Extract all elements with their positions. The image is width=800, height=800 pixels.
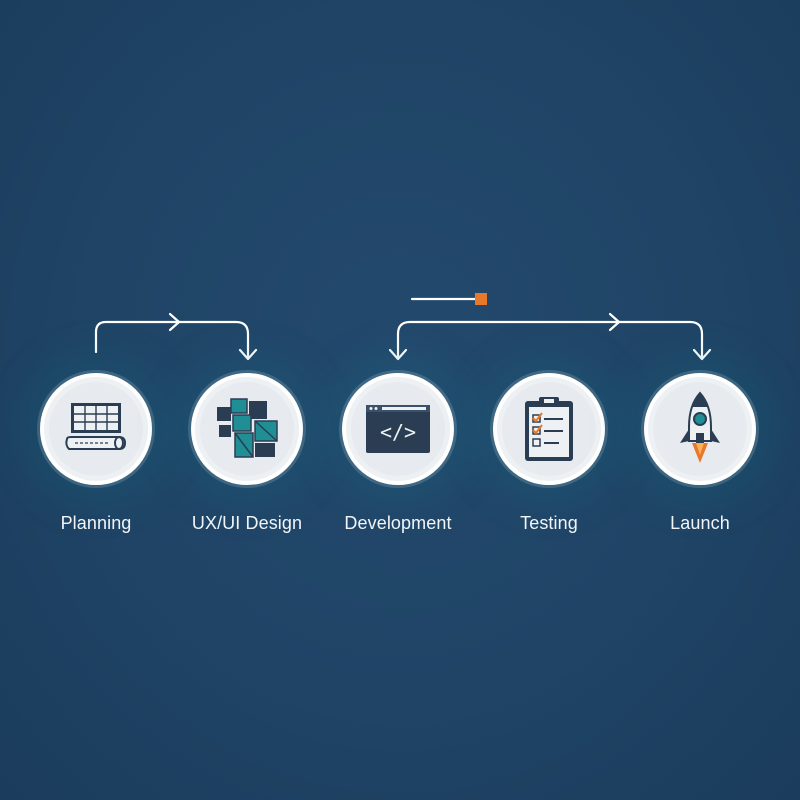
step-circle: </> bbox=[342, 373, 454, 485]
arrowhead-down-2 bbox=[388, 348, 408, 361]
flow-arrow-planning-to-design bbox=[94, 320, 250, 358]
step-launch: Launch bbox=[625, 373, 775, 534]
arrowhead-down-3 bbox=[692, 348, 712, 361]
step-label: Planning bbox=[60, 513, 132, 533]
flow-arrow-development-to-launch bbox=[396, 320, 704, 358]
step-label: Testing bbox=[520, 513, 578, 533]
step-circle bbox=[191, 373, 303, 485]
svg-text:</>: </> bbox=[380, 420, 416, 444]
orange-marker bbox=[475, 293, 487, 305]
arrowhead-mid-2 bbox=[608, 312, 621, 332]
step-label: Development bbox=[344, 513, 452, 533]
arrowhead-mid-1 bbox=[168, 312, 181, 332]
checklist-clipboard-icon bbox=[525, 397, 573, 461]
step-development: </> Development bbox=[323, 373, 473, 534]
step-circle bbox=[40, 373, 152, 485]
layout-blocks-icon bbox=[217, 398, 278, 458]
step-label: Launch bbox=[670, 513, 730, 533]
blueprint-icon bbox=[65, 403, 127, 450]
rocket-icon bbox=[680, 391, 720, 463]
step-label: UX/UI Design bbox=[191, 513, 303, 533]
step-circle bbox=[644, 373, 756, 485]
step-circle bbox=[493, 373, 605, 485]
step-testing: Testing bbox=[474, 373, 624, 534]
step-ux-ui-design: UX/UI Design bbox=[172, 373, 322, 534]
arrowhead-down-1 bbox=[238, 348, 258, 361]
code-window-icon: </> bbox=[366, 405, 430, 453]
step-planning: Planning bbox=[21, 373, 171, 534]
